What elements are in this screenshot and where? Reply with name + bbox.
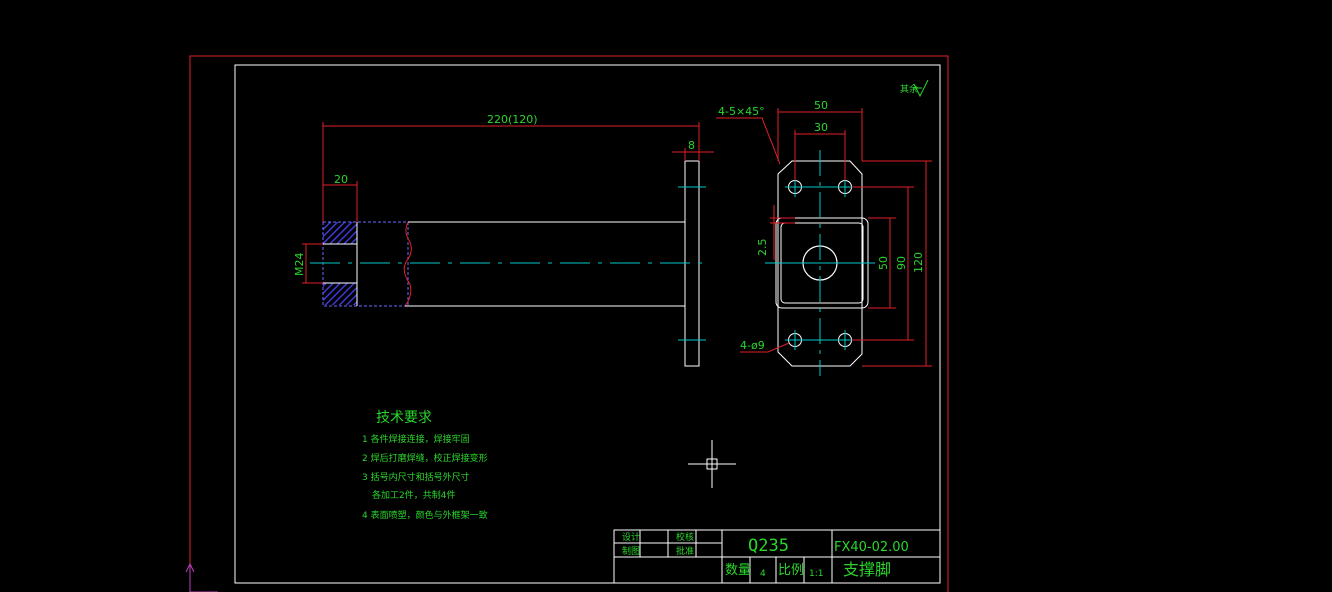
tech-requirements: 技术要求 1 各件焊接连接，焊接牢固 2 焊后打磨焊缝，校正焊接变形 3 括号内… <box>362 410 488 521</box>
tb-draw-label: 制图 <box>622 545 640 557</box>
tb-qty-label: 数量 <box>725 563 751 578</box>
dim-end-length: 20 <box>334 173 348 186</box>
break-line <box>403 221 412 307</box>
dim-hole-spacing: 90 <box>895 256 908 270</box>
title-block: 设计 制图 校核 批准 Q235 FX40-02.00 数量 4 比例 1:1 … <box>613 529 941 584</box>
tb-part-name: 支撑脚 <box>843 560 891 579</box>
dim-thread: M24 <box>293 253 306 277</box>
tb-material: Q235 <box>748 536 789 556</box>
side-dimensions: 220(120) 20 8 M24 <box>293 113 714 284</box>
thread-hatch-top <box>323 222 357 244</box>
dim-holes: 4-ø9 <box>740 339 765 352</box>
dim-square-height: 50 <box>877 256 890 270</box>
dim-width-outer: 50 <box>814 99 828 112</box>
ucs-icon <box>185 562 218 592</box>
tech-item-3b: 各加工2件，共制4件 <box>372 489 455 501</box>
surface-mark-text: 其余 <box>900 83 918 95</box>
tech-item-3: 3 括号内尺寸和括号外尺寸 <box>362 471 470 483</box>
tech-item-1: 1 各件焊接连接，焊接牢固 <box>362 433 470 445</box>
tb-scale: 1:1 <box>809 569 823 579</box>
dim-plate-height: 120 <box>912 252 925 273</box>
tb-drawing-no: FX40-02.00 <box>834 540 909 555</box>
tech-item-4: 4 表面喷塑，颜色与外框架一致 <box>362 509 488 521</box>
drawing-border-inner <box>234 64 941 584</box>
dim-width-inner: 30 <box>814 121 828 134</box>
dim-gap: 2.5 <box>756 239 769 257</box>
tb-design-label: 设计 <box>622 531 640 543</box>
crosshair-cursor[interactable] <box>688 440 736 488</box>
plate-front-view <box>765 150 875 376</box>
drawing-border-outer <box>189 55 949 592</box>
plate-outline <box>777 160 863 367</box>
shaft-side-view <box>310 160 710 367</box>
tb-qty: 4 <box>760 569 766 579</box>
tech-title: 技术要求 <box>376 410 432 426</box>
dim-chamfer: 4-5×45° <box>718 105 765 118</box>
front-dimensions: 50 30 4-5×45° 2.5 50 90 120 4-ø9 <box>716 99 932 367</box>
thread-hatch-bottom <box>323 283 357 305</box>
tb-approve-label: 批准 <box>676 545 694 557</box>
surface-finish-symbol: 其余 <box>900 79 929 98</box>
tb-check-label: 校核 <box>676 531 694 543</box>
tech-item-2: 2 焊后打磨焊缝，校正焊接变形 <box>362 452 488 464</box>
dim-plate-thickness: 8 <box>688 139 695 152</box>
dim-overall-length: 220(120) <box>487 113 538 126</box>
tb-scale-label: 比例 <box>778 563 804 578</box>
